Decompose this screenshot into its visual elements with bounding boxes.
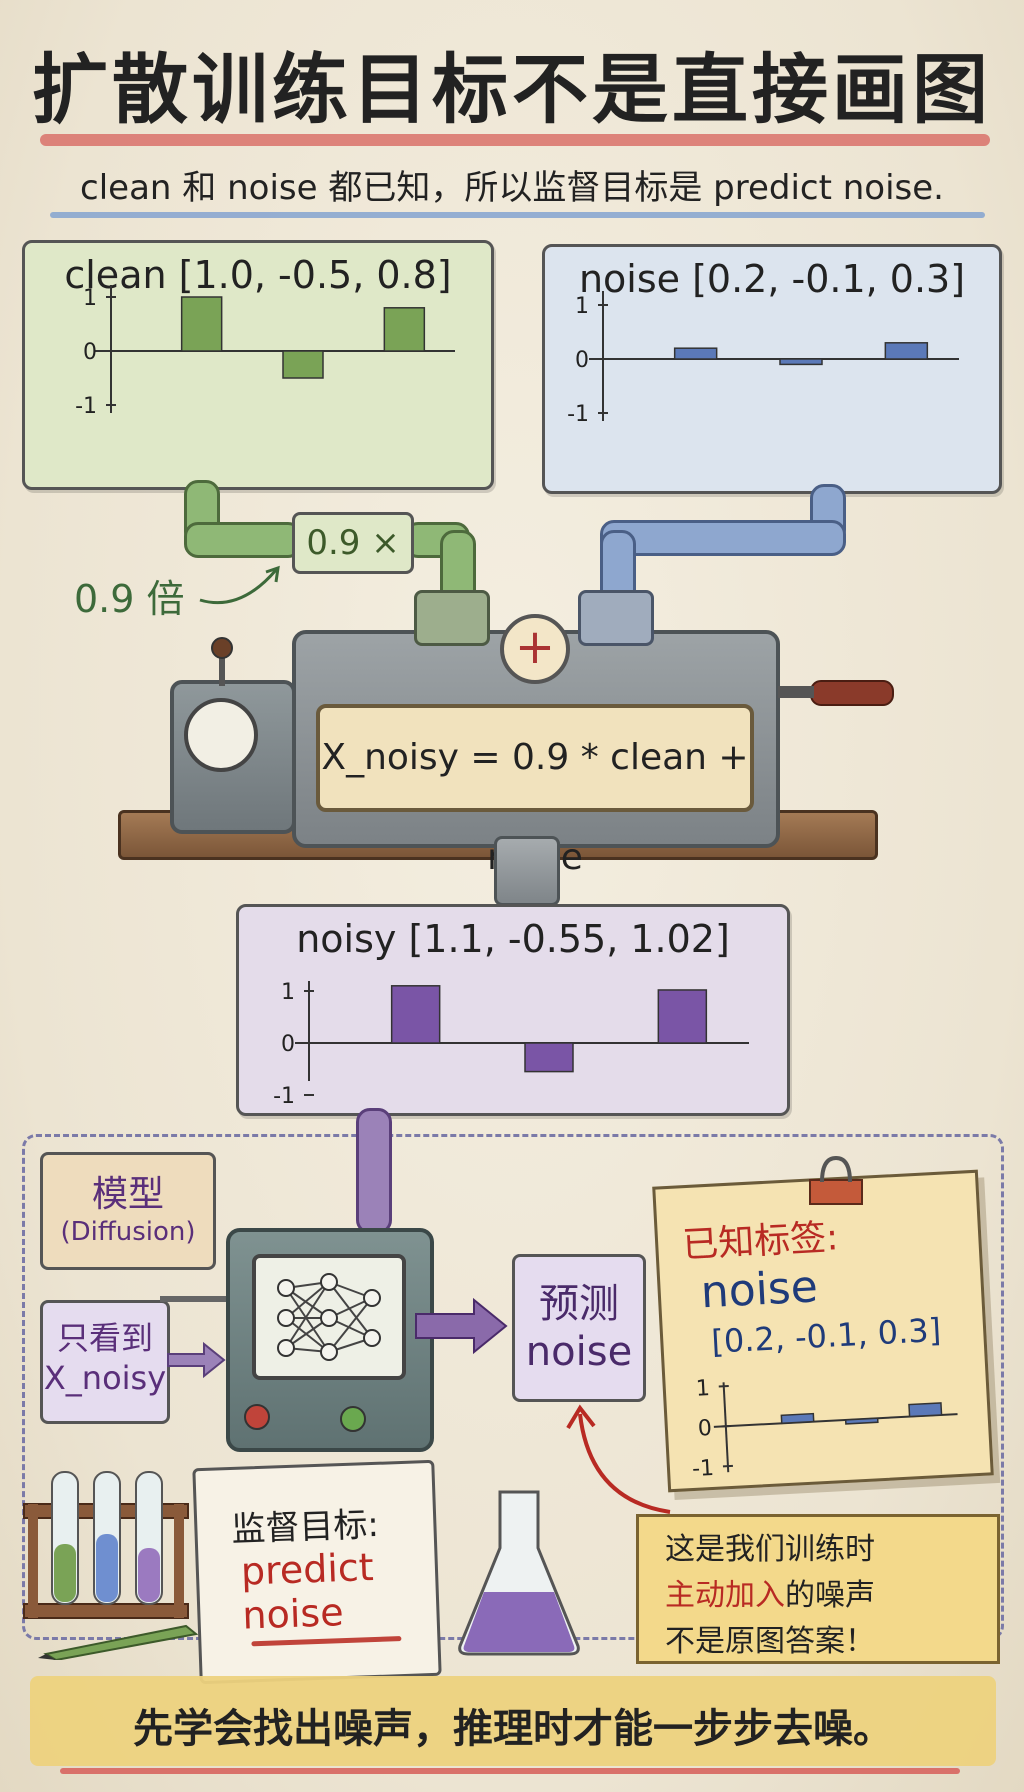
blue-pipe-horizontal <box>600 520 846 556</box>
noisy-chart: 1 0 -1 <box>273 980 749 1109</box>
caption-line2: 主动加入的噪声 <box>665 1573 997 1619</box>
notebook-line1: predict <box>240 1545 375 1594</box>
chart-bar <box>657 989 708 1044</box>
chart-bar <box>180 296 223 352</box>
plus-icon: + <box>500 614 570 684</box>
footer-text: 先学会找出噪声，推理时才能一步步去噪。 <box>133 1706 893 1752</box>
test-tubes-icon <box>23 1471 189 1619</box>
crank-shaft <box>778 686 814 698</box>
tick-label: 1 <box>575 294 589 319</box>
caption-line2-rest: 的噪声 <box>785 1578 875 1613</box>
flask-icon <box>458 1490 580 1656</box>
green-pipe-horizontal <box>184 522 302 558</box>
neural-network-icon <box>277 1273 381 1361</box>
model-subtitle: (Diffusion) <box>60 1217 196 1247</box>
chart-bar <box>884 342 929 360</box>
chart-bar <box>780 1412 815 1425</box>
tick-label: 1 <box>83 286 97 311</box>
caption-highlight: 主动加入 <box>665 1578 785 1613</box>
model-cable <box>160 1296 226 1302</box>
clean-panel: clean [1.0, -0.5, 0.8] 1 0 -1 <box>22 240 494 490</box>
formula-plate: X_noisy = 0.9 * clean + noise <box>316 704 754 878</box>
purple-pipe <box>356 1108 392 1234</box>
factor-label: 0.9 × <box>292 512 414 574</box>
chart-bar <box>779 358 823 366</box>
input-line2: X_noisy <box>43 1359 167 1397</box>
subtitle: clean 和 noise 都已知，所以监督目标是 predict noise. <box>80 168 944 208</box>
tick-label: -1 <box>273 1084 295 1109</box>
input-line1: 只看到 <box>56 1319 153 1357</box>
tick-mark <box>722 1464 733 1468</box>
pencil-icon <box>38 1624 199 1660</box>
green-inlet <box>414 590 490 646</box>
input-label: 只看到 X_noisy <box>40 1300 170 1424</box>
tick-mark <box>720 1424 731 1428</box>
tick-label: -1 <box>567 402 589 427</box>
notebook-line2: noise <box>241 1590 345 1638</box>
green-light-icon <box>340 1406 366 1432</box>
output-arrow-icon <box>415 1297 508 1355</box>
predict-line2: noise <box>525 1329 633 1375</box>
noise-panel: noise [0.2, -0.1, 0.3] 1 0 -1 <box>542 244 1002 494</box>
notebook-underline <box>251 1636 402 1647</box>
caption-line3: 不是原图答案！ <box>665 1624 875 1659</box>
binder-clip-icon <box>809 1156 863 1205</box>
tick-label: 1 <box>695 1376 710 1402</box>
noise-chart: 1 0 -1 <box>567 291 959 427</box>
footer-band <box>30 1676 996 1766</box>
chart-bar <box>908 1402 943 1418</box>
predict-noise-box: 预测 noise <box>512 1254 646 1402</box>
curved-arrow-icon <box>566 1404 671 1514</box>
lever-icon <box>211 637 233 686</box>
noise-panel-title: noise [0.2, -0.1, 0.3] <box>578 257 966 301</box>
noisy-panel-title: noisy [1.1, -0.55, 1.02] <box>296 917 730 961</box>
tick-label: 0 <box>575 348 589 373</box>
red-light-icon <box>244 1404 270 1430</box>
page-title: 扩散训练目标不是直接画图 <box>32 45 992 134</box>
noisy-panel: noisy [1.1, -0.55, 1.02] 1 0 -1 <box>236 904 790 1116</box>
factor-note: 0.9 倍 <box>74 577 185 621</box>
subtitle-underline <box>50 212 985 218</box>
input-arrow-icon <box>167 1341 226 1379</box>
chart-bar <box>524 1042 574 1073</box>
predict-line1: 预测 <box>539 1281 619 1327</box>
tick-label: 0 <box>281 1032 295 1057</box>
model-title: 模型 <box>91 1174 164 1215</box>
notebook-target: predict noise <box>240 1545 376 1638</box>
caption-note: 这是我们训练时 主动加入的噪声 不是原图答案！ <box>636 1514 1000 1664</box>
chart-bar <box>390 985 441 1044</box>
outlet-pipe <box>494 836 560 906</box>
tick-mark <box>718 1385 729 1388</box>
known-label-chart: 1 0 -1 <box>691 1376 958 1482</box>
clean-chart: 1 0 -1 <box>75 285 455 419</box>
footer-underline <box>60 1768 960 1774</box>
chart-bar <box>282 350 324 379</box>
model-label: 模型 (Diffusion) <box>40 1152 216 1270</box>
chart-bar <box>383 307 426 352</box>
tick-label: 1 <box>281 980 295 1005</box>
title-underline <box>40 134 990 146</box>
tick-label: 0 <box>697 1416 712 1442</box>
blue-inlet <box>578 590 654 646</box>
neural-network-screen <box>252 1254 406 1380</box>
chart-bar <box>844 1417 879 1425</box>
tick-label: -1 <box>691 1456 714 1482</box>
caption-line1: 这是我们训练时 <box>665 1532 875 1567</box>
notebook-label: 监督目标: <box>230 1504 380 1550</box>
clean-panel-title: clean [1.0, -0.5, 0.8] <box>64 253 452 297</box>
crank-handle-icon <box>810 680 894 706</box>
tick-label: -1 <box>75 394 97 419</box>
notebook: 监督目标: predict noise <box>192 1459 442 1685</box>
tick-label: 0 <box>83 340 97 365</box>
factor-arrow-icon <box>199 565 280 605</box>
gauge-icon <box>184 698 258 772</box>
chart-bar <box>673 347 718 360</box>
